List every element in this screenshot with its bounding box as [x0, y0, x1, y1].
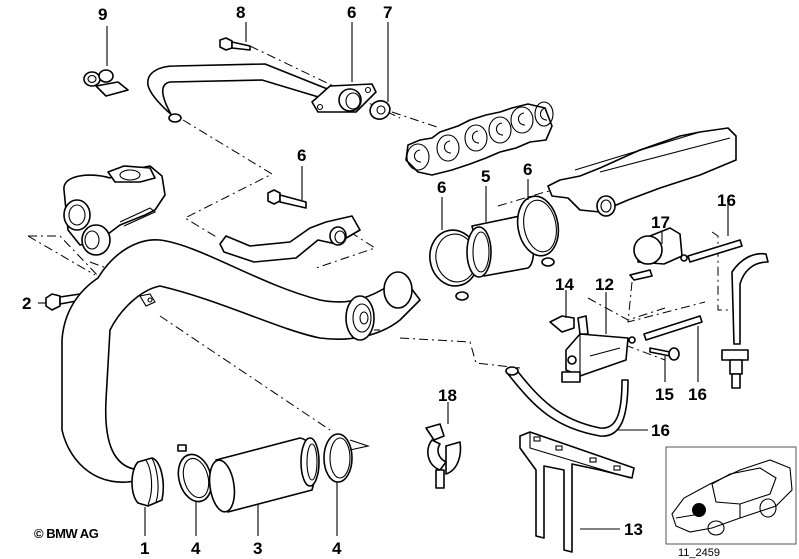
callout-17: 17 — [651, 213, 670, 232]
callout-6-right: 6 — [523, 160, 532, 179]
part-3-hose[interactable] — [206, 437, 320, 513]
part-2-bolt[interactable] — [45, 293, 83, 311]
part-9-seal[interactable] — [368, 98, 393, 122]
callout-2: 2 — [22, 294, 31, 313]
car-location-thumbnail: 11_2459 — [665, 446, 797, 559]
part-13-holder[interactable] — [519, 431, 635, 553]
callout-1: 1 — [140, 539, 149, 558]
callout-16-mid: 16 — [688, 385, 707, 404]
part-17-filter[interactable] — [629, 227, 688, 281]
location-marker-icon — [692, 503, 706, 517]
callout-11: 9 — [98, 5, 107, 24]
callout-6-left: 6 — [437, 178, 446, 197]
callout-16-top: 16 — [717, 191, 736, 210]
part-6-clamp-right[interactable] — [513, 193, 563, 267]
callout-12: 12 — [595, 275, 614, 294]
part-10-bolt[interactable] — [219, 37, 251, 51]
callout-8: 6 — [297, 146, 306, 165]
part-18-clip[interactable] — [425, 423, 462, 489]
part-4-clamp-right[interactable] — [323, 433, 371, 483]
vacuum-fitting — [721, 252, 769, 389]
leader-lines — [38, 22, 729, 536]
part-7-oil-pipe[interactable] — [147, 63, 377, 123]
part-8-bolt[interactable] — [267, 189, 307, 209]
callout-7: 6 — [347, 3, 356, 22]
callout-5: 5 — [481, 167, 490, 186]
part-16-hose-long[interactable] — [505, 366, 629, 437]
part-11-clip[interactable] — [83, 69, 129, 97]
copyright-text: © BMW AG — [34, 526, 99, 541]
callout-labels: 9 8 6 7 6 2 1 4 3 4 6 5 6 16 17 14 12 15… — [22, 3, 736, 558]
callout-9: 7 — [383, 3, 392, 22]
callout-14: 14 — [555, 275, 574, 294]
callout-10: 8 — [236, 3, 245, 22]
part-16-hose-upper[interactable] — [687, 239, 743, 263]
callout-15: 15 — [655, 385, 674, 404]
exhaust-manifold — [405, 101, 554, 176]
callout-18: 18 — [438, 386, 457, 405]
diagram-code: 11_2459 — [678, 547, 720, 559]
oil-feed-pipe — [219, 215, 361, 263]
part-14-connector[interactable] — [549, 315, 575, 333]
part-12-pressure-converter[interactable] — [561, 315, 636, 383]
callout-4-right: 4 — [332, 539, 342, 558]
part-1-charge-pipe[interactable] — [61, 239, 421, 507]
callout-13: 13 — [624, 520, 643, 539]
callout-3: 3 — [253, 539, 262, 558]
callout-4-left: 4 — [191, 539, 201, 558]
intake-manifold — [547, 127, 737, 217]
part-15-screw[interactable] — [649, 347, 680, 361]
part-16-hose-lower[interactable] — [643, 315, 703, 341]
turbocharger — [63, 165, 166, 256]
callout-16-bottom: 16 — [651, 421, 670, 440]
